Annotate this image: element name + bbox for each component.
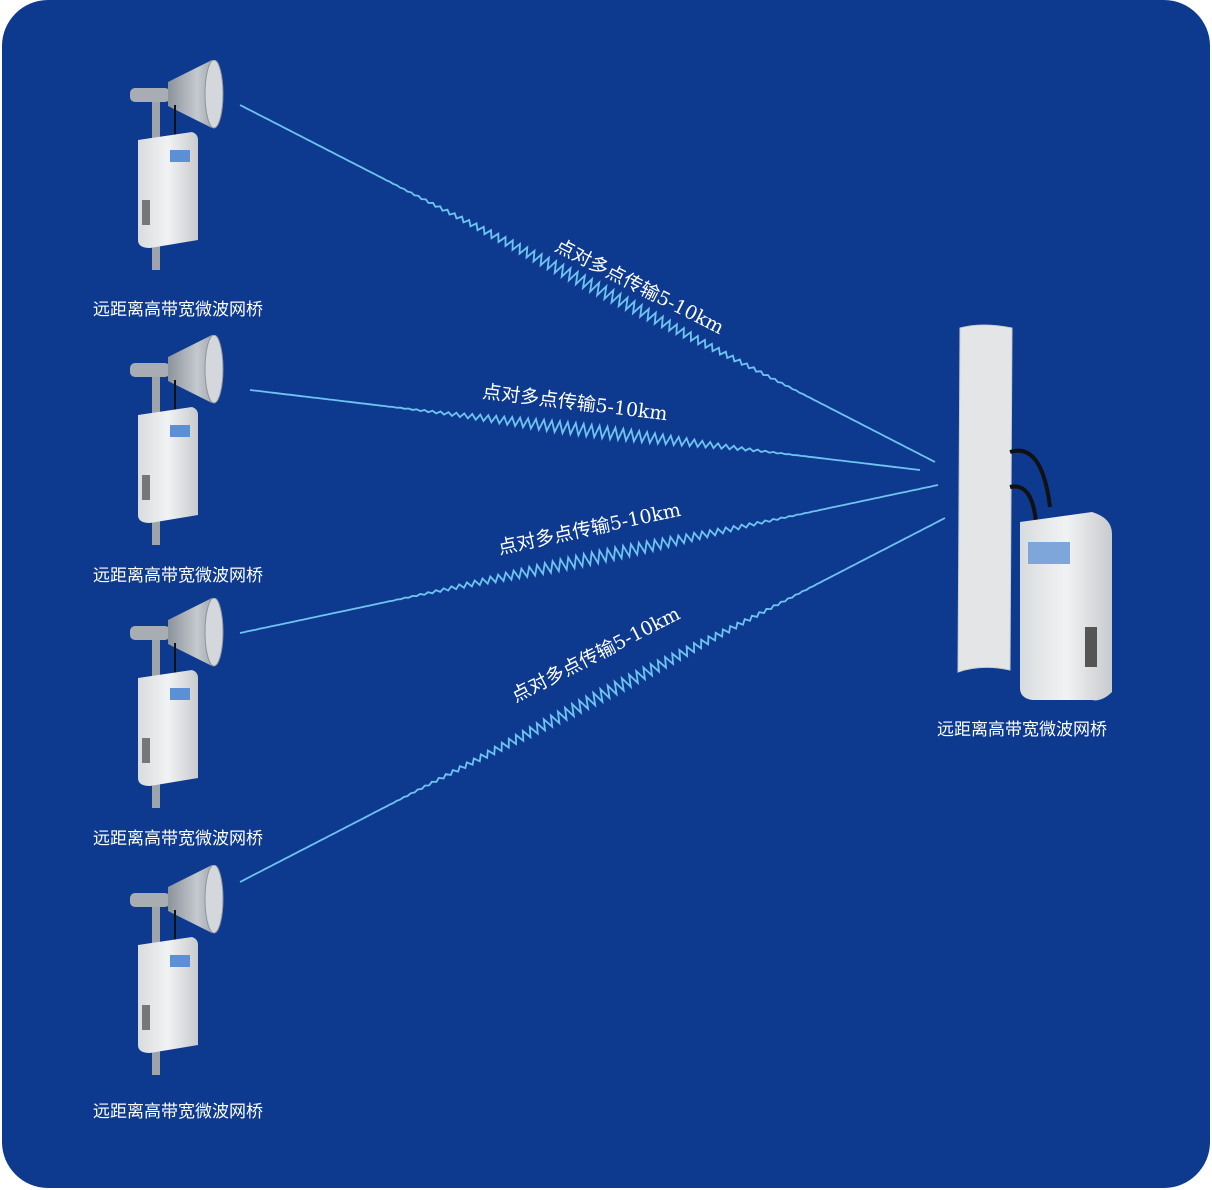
remote-bridge-3-icon [129, 598, 224, 808]
remote-bridge-1-label: 远距离高带宽微波网桥 [93, 300, 263, 320]
signal-link-3 [239, 484, 939, 634]
remote-bridge-4-label: 远距离高带宽微波网桥 [93, 1102, 263, 1122]
signal-link-1 [239, 104, 936, 463]
remote-bridge-2-icon [129, 335, 224, 545]
remote-bridge-1-icon [129, 60, 224, 270]
remote-bridge-2-label: 远距离高带宽微波网桥 [93, 566, 263, 586]
remote-bridge-3-label: 远距离高带宽微波网桥 [93, 829, 263, 849]
base-station-label: 远距离高带宽微波网桥 [937, 720, 1107, 740]
signal-link-4 [239, 517, 946, 883]
base-station-bridge-icon [957, 324, 1112, 701]
remote-bridge-4-icon [129, 865, 224, 1075]
signal-link-2 [249, 389, 921, 471]
